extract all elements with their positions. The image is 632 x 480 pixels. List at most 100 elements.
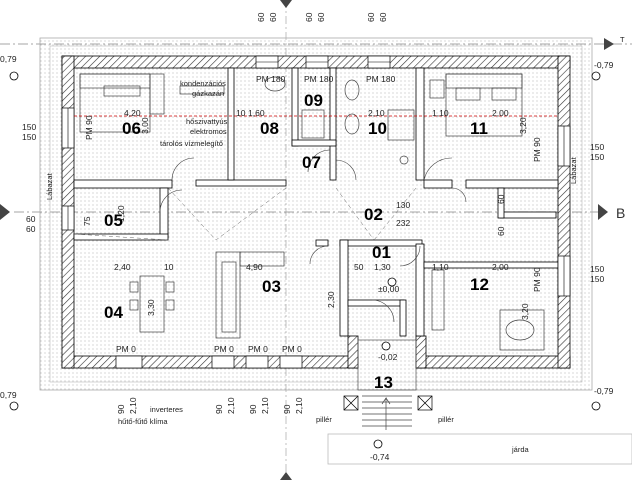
dim-room10-width: 2,10 [368, 108, 385, 118]
window-right-11 [557, 125, 571, 167]
room-01-label: 01 [372, 243, 391, 262]
pm-03-c: PM 0 [282, 344, 302, 354]
room-09-label: 09 [304, 91, 323, 110]
window-left-06 [61, 107, 75, 149]
room-05-label: 05 [104, 211, 123, 230]
level-tr: -0,79 [594, 60, 614, 70]
room-11-label: 11 [470, 119, 488, 138]
pillar-right-note: pillér [438, 415, 454, 424]
dim-60-top-a: 60 [256, 12, 266, 22]
dim-210-bottom-d: 2,10 [294, 397, 304, 414]
dim-room11-side: 1,10 [432, 108, 449, 118]
room-07-label: 07 [302, 153, 321, 172]
level-bottom: -0,74 [370, 452, 390, 462]
heatpump-note-1: hőszivattyús [186, 117, 228, 126]
dim-60-12: 60 [496, 194, 506, 204]
dim-60-left-b: 60 [26, 224, 36, 234]
eaves-left-note: Lábazat [45, 172, 54, 200]
dim-room01-width: 1,30 [374, 262, 391, 272]
boiler-note-1: kondenzációs [180, 79, 226, 88]
windows-bottom [115, 355, 303, 369]
room-10-label: 10 [368, 119, 387, 138]
dim-150-right-c: 150 [590, 264, 604, 274]
level-door: ±0,00 [378, 284, 399, 294]
sidewalk [327, 433, 632, 465]
dim-90-bottom-c: 90 [248, 404, 258, 414]
dining-table-04 [129, 275, 175, 333]
ac-note-2: hűtő-fűtő klíma [118, 417, 168, 426]
dim-60-top-e: 60 [366, 12, 376, 22]
heatpump-note-2: elektromos [190, 127, 227, 136]
dim-150-right-d: 150 [590, 274, 604, 284]
room-03-label: 03 [262, 277, 281, 296]
section-mark-t: T [620, 35, 625, 44]
dim-room12-width: 2,00 [492, 262, 509, 272]
dim-60-top-b: 60 [268, 12, 278, 22]
pm-04: PM 0 [116, 344, 136, 354]
dim-90-bottom-a: 90 [116, 404, 126, 414]
dim-210-bottom-c: 2,10 [260, 397, 270, 414]
room-08-label: 08 [260, 119, 279, 138]
kitchen-12 [431, 269, 545, 351]
bed-11 [429, 73, 523, 137]
dim-room03-width: 4,90 [246, 262, 263, 272]
dim-150-right-b: 150 [590, 152, 604, 162]
dim-room04-depth: 3,30 [146, 299, 156, 316]
room-06-label: 06 [122, 119, 141, 138]
room-12-label: 12 [470, 275, 489, 294]
porch-outline [357, 339, 417, 391]
bath-fixtures [179, 76, 415, 165]
window-top-09 [305, 55, 329, 69]
room-02-label: 02 [364, 205, 383, 224]
interior-walls [73, 67, 559, 337]
dim-60-12b: 60 [496, 226, 506, 236]
dim-room04-width: 2,40 [114, 262, 131, 272]
dim-232-small: 232 [396, 218, 410, 228]
dim-150-right-a: 150 [590, 142, 604, 152]
pm180-10: PM 180 [366, 74, 396, 84]
level-entry: -0,02 [378, 352, 398, 362]
sidewalk-note: járda [511, 445, 530, 454]
pm-03-b: PM 0 [248, 344, 268, 354]
dim-60-top-d: 60 [316, 12, 326, 22]
boiler-note-2: gázkazán [192, 89, 224, 98]
pm90-12: PM 90 [532, 267, 542, 292]
dim-60-left-a: 60 [26, 214, 36, 224]
window-top-08 [255, 55, 279, 69]
pm90-11: PM 90 [532, 137, 542, 162]
section-arrow-top [280, 0, 292, 8]
pillar-left-note: pillér [316, 415, 332, 424]
dim-room06-depth: 3,00 [140, 117, 150, 134]
pm180-09: PM 180 [304, 74, 334, 84]
bed-06 [79, 73, 165, 133]
sofa-03 [215, 251, 285, 339]
dim-90-bottom-d: 90 [282, 404, 292, 414]
dim-10-b: 10 [164, 262, 174, 272]
eaves-right-note: Lábazat [569, 156, 578, 184]
window-top-10 [367, 55, 391, 69]
dim-10-a: 10 [236, 108, 246, 118]
dim-75: 75 [82, 216, 92, 226]
ceiling-lines [73, 187, 417, 241]
dim-90-bottom-b: 90 [214, 404, 224, 414]
room-04-label: 04 [104, 303, 123, 322]
level-markers [9, 71, 601, 449]
dim-210-bottom-a: 2,10 [128, 397, 138, 414]
pm-03-a: PM 0 [214, 344, 234, 354]
dim-room11-width: 2,00 [492, 108, 509, 118]
dim-60-top-c: 60 [304, 12, 314, 22]
dim-room08-width: 1,60 [248, 108, 265, 118]
level-br: -0,79 [594, 386, 614, 396]
pm90-06: PM 90 [84, 115, 94, 140]
dim-room05-depth: 1,20 [116, 205, 126, 222]
pm180-08: PM 180 [256, 74, 286, 84]
dim-room12-side: 1,10 [432, 262, 449, 272]
room-13-label: 13 [374, 373, 393, 392]
level-tl: 0,79 [0, 54, 17, 64]
window-left-05 [61, 205, 75, 231]
section-mark-b: B [616, 205, 625, 221]
window-right-12 [557, 255, 571, 297]
doors [159, 149, 467, 323]
dim-50: 50 [354, 262, 364, 272]
section-arrow-bottom [280, 472, 292, 480]
